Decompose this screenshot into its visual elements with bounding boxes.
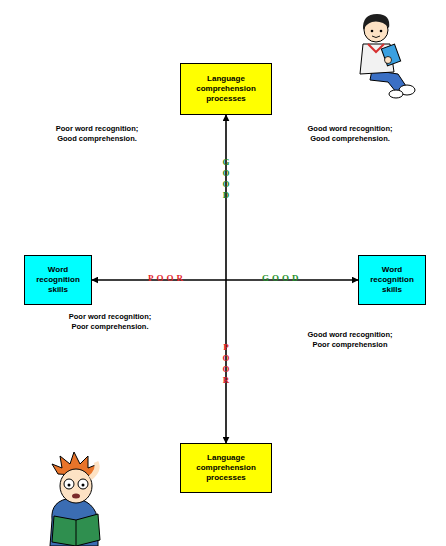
box-content: Word recognition skills <box>361 265 423 295</box>
axis-label: GOOD <box>222 157 230 201</box>
boy-shoe <box>389 90 403 98</box>
concept-box: Word recognition skills <box>358 255 426 305</box>
axis-label: POOR <box>148 273 186 284</box>
axis-label: GOOD <box>262 273 302 284</box>
reader-mouth <box>72 494 80 499</box>
reader-glasses <box>64 479 74 489</box>
worried-reader <box>50 452 100 546</box>
boy-eye <box>380 30 383 33</box>
boy-hair <box>363 14 389 30</box>
boy-hand <box>385 57 392 64</box>
boy-book <box>381 44 400 66</box>
concept-box: Language comprehension processes <box>180 63 272 115</box>
quadrant-note: Good word recognition; Good comprehensio… <box>300 124 400 144</box>
axis-arrow <box>92 279 358 281</box>
reading-boy <box>360 14 415 98</box>
concept-box: Word recognition skills <box>24 255 92 305</box>
reader-glasses <box>78 479 88 489</box>
reader-eye <box>68 484 71 487</box>
reader-face <box>60 469 92 503</box>
box-label: Word recognition skills <box>361 265 423 295</box>
concept-box: Language comprehension processes <box>180 443 272 493</box>
quadrant-note: Poor word recognition; Poor comprehensio… <box>60 312 160 332</box>
axis-label: POOR <box>222 342 230 386</box>
box-content: Language comprehension processes <box>183 453 269 483</box>
book-spine <box>76 520 77 546</box>
reader-eye <box>82 484 85 487</box>
quadrant-note: Good word recognition; Poor comprehensio… <box>300 330 400 350</box>
box-label: Language comprehension processes <box>183 74 269 104</box>
box-content: Word recognition skills <box>27 265 89 295</box>
box-label: Word recognition skills <box>27 265 89 295</box>
reader-book <box>52 514 100 546</box>
boy-eye <box>371 30 374 33</box>
box-label: Language comprehension processes <box>183 453 269 483</box>
box-content: Language comprehension processes <box>183 74 269 104</box>
quadrant-note: Poor word recognition; Good comprehensio… <box>47 124 147 144</box>
boy-mouth <box>372 36 380 38</box>
reader-arm <box>90 462 97 478</box>
